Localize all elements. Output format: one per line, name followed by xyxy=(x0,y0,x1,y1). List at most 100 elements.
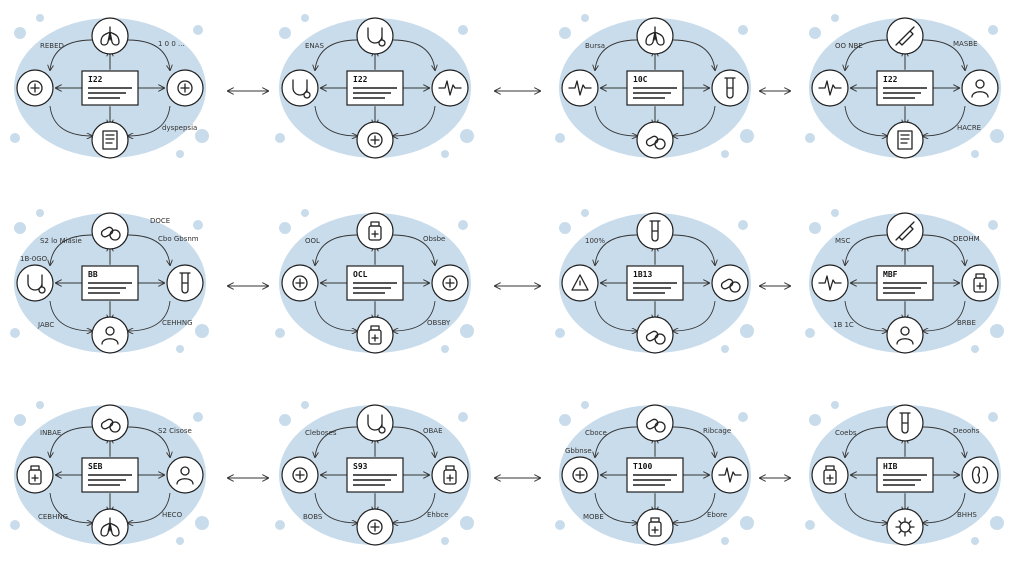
blob-dot xyxy=(990,324,1004,338)
cycle-arrow xyxy=(595,234,638,265)
doctor-icon xyxy=(896,326,914,345)
cycle-arrow xyxy=(594,492,637,523)
hub-text-line xyxy=(883,292,915,294)
blob-dot xyxy=(831,209,839,217)
blob-dot xyxy=(10,328,20,338)
annotation-label: dyspepsia xyxy=(162,124,197,132)
cycle-arrow xyxy=(922,39,965,70)
icon-node xyxy=(636,121,674,159)
pill-bottle-icon xyxy=(645,330,666,345)
cycle-arrow xyxy=(845,234,888,265)
annotation-label: Cleboses xyxy=(305,429,337,437)
blob-dot xyxy=(988,412,998,422)
blob-dot xyxy=(581,401,589,409)
doctor-icon xyxy=(971,79,989,98)
annotation-label: OO NBE xyxy=(835,42,863,50)
hub-text-line xyxy=(883,87,927,89)
blob-dot xyxy=(721,150,729,158)
ecg-icon xyxy=(438,80,462,96)
blob-dot xyxy=(275,328,285,338)
annotation-label: MASBE xyxy=(953,40,978,48)
cycle-arrow xyxy=(923,300,966,331)
virus-icon xyxy=(895,517,915,537)
hub-text-line xyxy=(633,474,677,476)
blob-dot xyxy=(740,324,754,338)
hub-label: I22 xyxy=(883,75,898,84)
hub-text-line xyxy=(353,287,391,289)
hub-text-line xyxy=(883,287,921,289)
ecg-icon xyxy=(718,467,742,483)
cycle-arrow xyxy=(393,105,436,136)
medicine-icon xyxy=(973,273,987,293)
pulse-icon xyxy=(818,275,842,291)
cycle-arrow xyxy=(315,426,358,457)
test-tube-icon xyxy=(179,272,191,294)
annotation-label: Obsbe xyxy=(423,235,445,243)
blob-dot xyxy=(805,520,815,530)
blob-dot xyxy=(441,150,449,158)
cycle-arrow xyxy=(845,426,888,457)
annotation-label: INBAE xyxy=(40,429,61,437)
cycle-arrow xyxy=(844,300,887,331)
blob-dot xyxy=(10,133,20,143)
document-icon xyxy=(897,130,913,150)
hub-text-line xyxy=(88,87,132,89)
cycle-arrow xyxy=(128,105,171,136)
blob-dot xyxy=(971,537,979,545)
iv-drip-icon xyxy=(292,275,308,291)
cycle-arrow xyxy=(672,234,715,265)
hub-text-line xyxy=(353,87,397,89)
hub-text-line xyxy=(353,97,385,99)
cycle-arrow xyxy=(393,492,436,523)
hub-text-line xyxy=(633,97,665,99)
bandage-icon xyxy=(367,132,383,148)
hub-text-line xyxy=(88,479,126,481)
annotation-label: Bursa xyxy=(585,42,605,50)
icon-node xyxy=(961,456,999,494)
annotation-label: BOBS xyxy=(303,513,323,521)
blob-dot xyxy=(809,414,821,426)
blob-dot xyxy=(460,129,474,143)
cycle-arrow xyxy=(49,105,92,136)
pills-icon xyxy=(100,226,121,241)
hub-text-line xyxy=(88,287,126,289)
hub-text-line xyxy=(88,97,120,99)
hub-text-line xyxy=(633,287,671,289)
hub-text-line xyxy=(353,474,397,476)
cycle-arrow xyxy=(314,492,357,523)
annotation-label: Coebs xyxy=(835,429,857,437)
medical-bag-icon xyxy=(823,465,837,485)
annotation-label: MOBE xyxy=(583,513,604,521)
icon-node xyxy=(91,121,129,159)
hub-text-line xyxy=(353,92,391,94)
blob-dot xyxy=(193,220,203,230)
blob-dot xyxy=(176,537,184,545)
blob-dot xyxy=(195,129,209,143)
cycle-arrow xyxy=(50,426,93,457)
blob-dot xyxy=(581,14,589,22)
icon-node xyxy=(91,404,129,442)
pills-icon xyxy=(100,418,121,433)
blob-dot xyxy=(441,345,449,353)
blob-dot xyxy=(176,345,184,353)
blob-dot xyxy=(809,222,821,234)
blob-dot xyxy=(990,516,1004,530)
blob-dot xyxy=(10,520,20,530)
annotation-label: DEOHM xyxy=(953,235,980,243)
patient-icon xyxy=(101,326,119,345)
hub-text-line xyxy=(633,292,665,294)
kidney-icon xyxy=(971,466,989,484)
cycle-arrow xyxy=(127,426,170,457)
blob-dot xyxy=(458,25,468,35)
blob-dot xyxy=(831,14,839,22)
blob-dot xyxy=(721,537,729,545)
blob-dot xyxy=(279,414,291,426)
blob-dot xyxy=(193,25,203,35)
blob-dot xyxy=(988,220,998,230)
